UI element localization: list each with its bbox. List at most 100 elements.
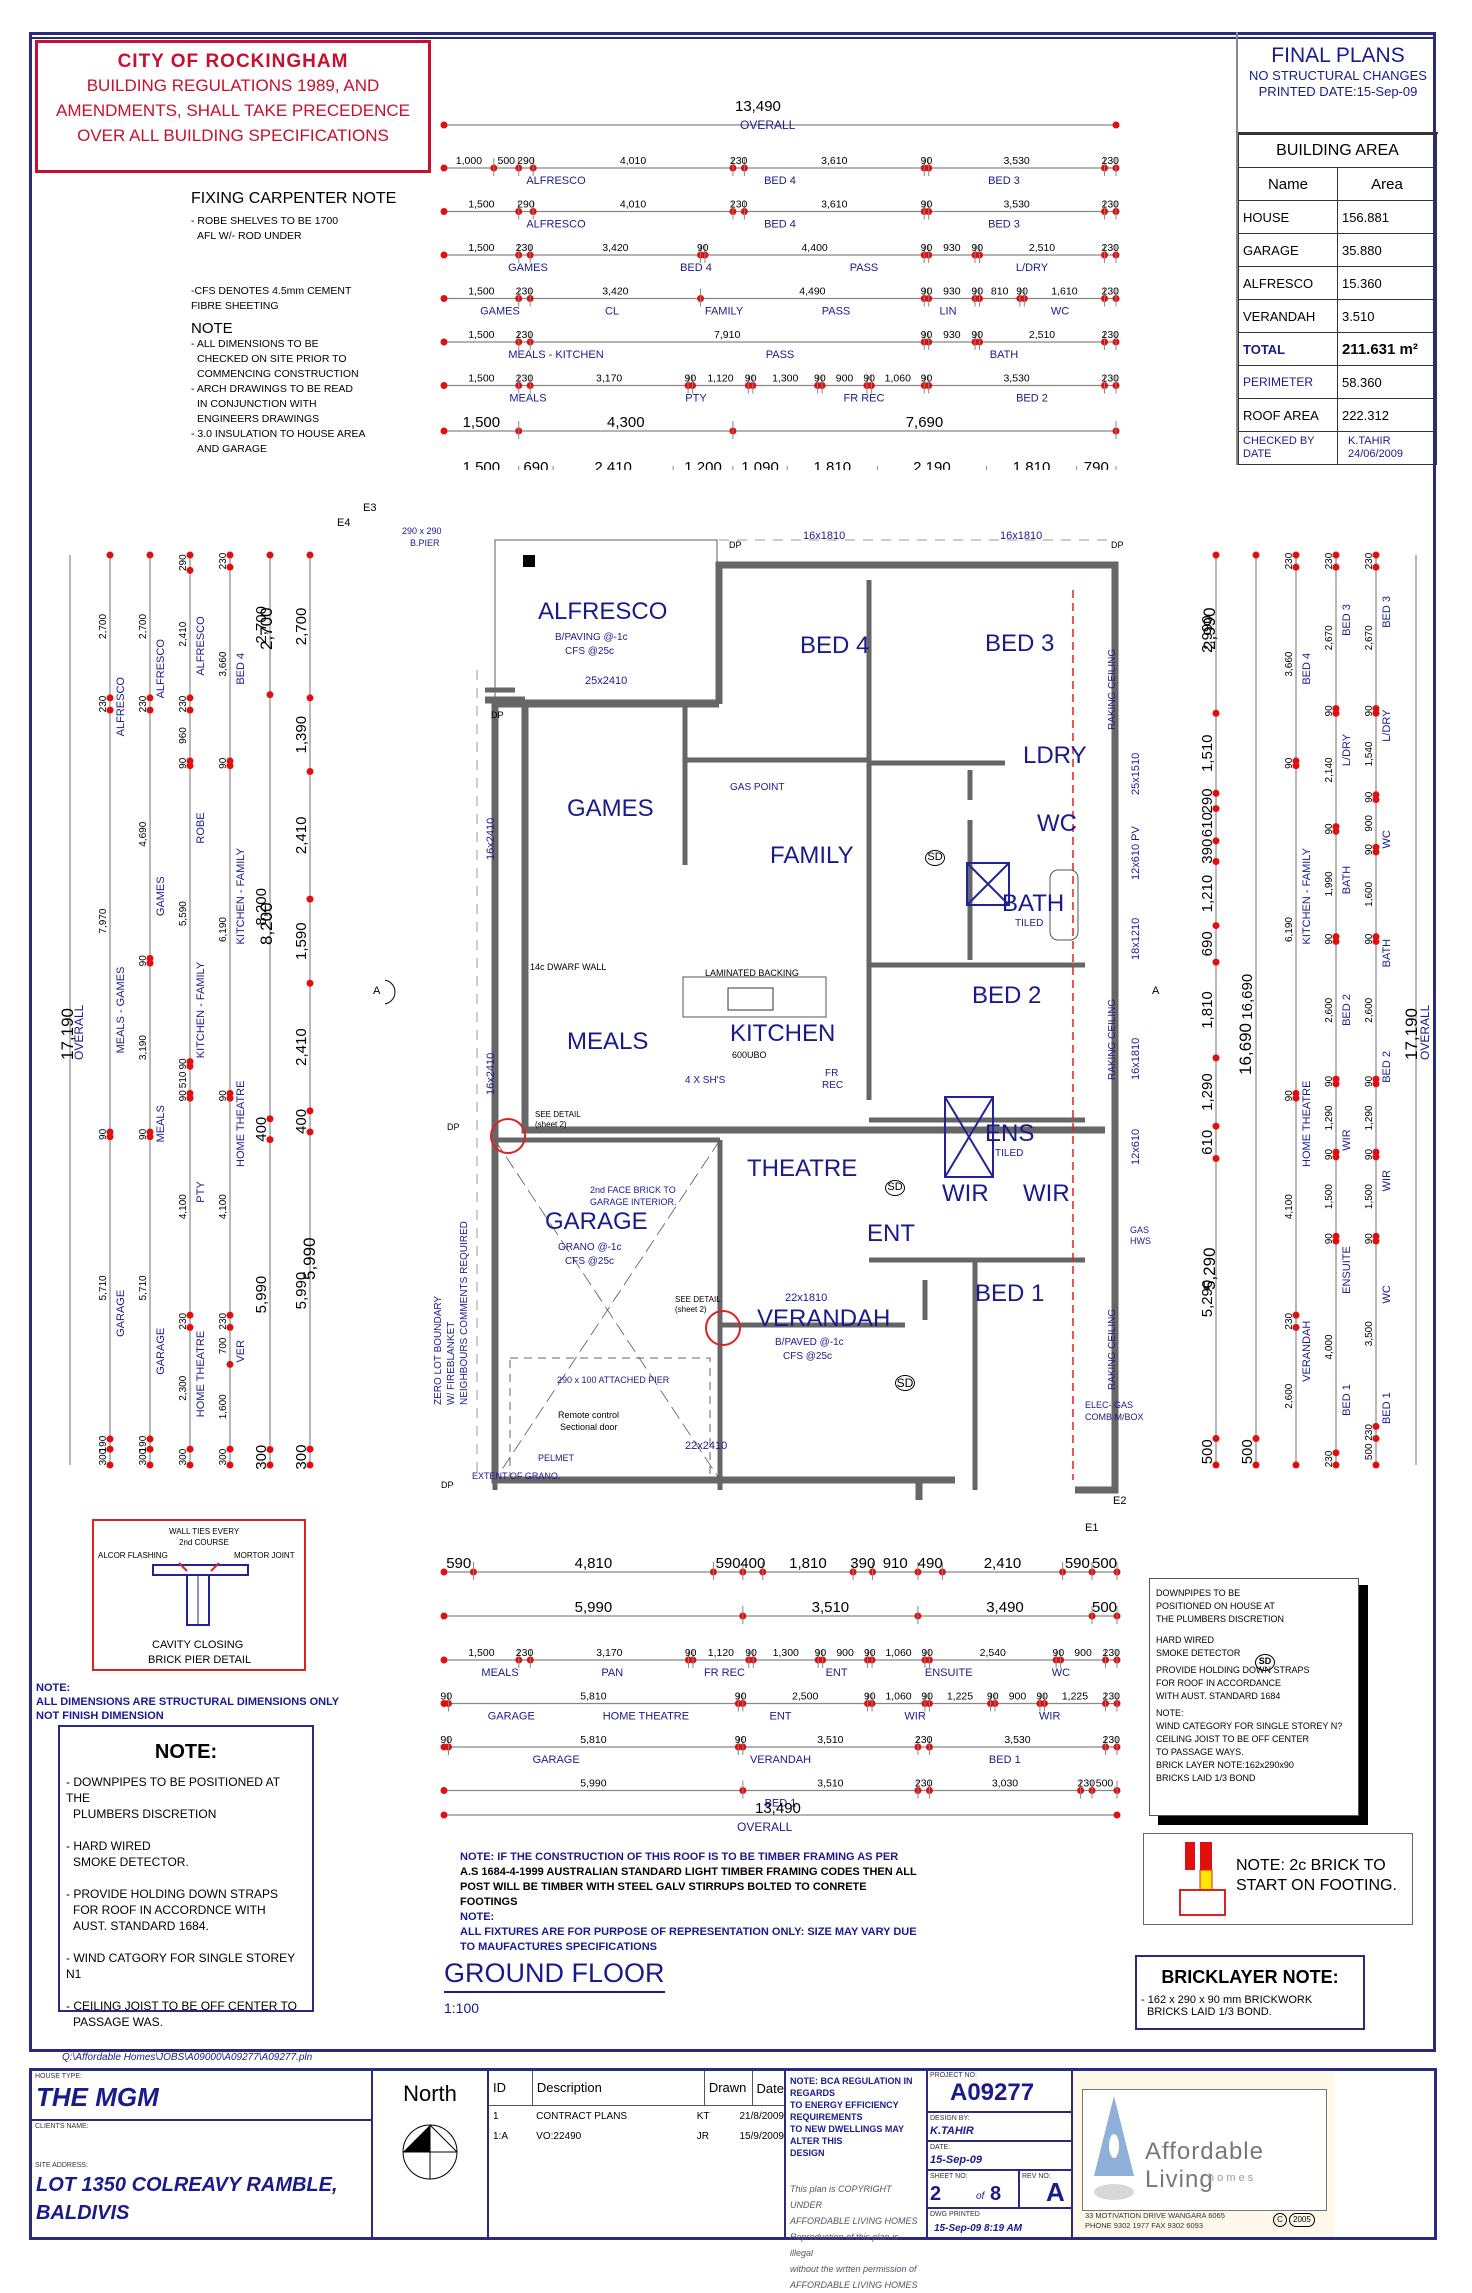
- company-address: 33 MOTIVATION DRIVE WANGARA 6065: [1085, 2211, 1225, 2220]
- general-note-title: NOTE: [191, 320, 233, 337]
- elevation-marker-e4[interactable]: E4: [337, 517, 351, 529]
- dimension-tick: [106, 551, 114, 559]
- floor-plan: ALFRESCO B/PAVING @-1c CFS @25c BED 4 BE…: [337, 502, 1159, 1534]
- bath-tiled: TILED: [1015, 918, 1044, 929]
- dimension-value: 500: [1092, 1599, 1117, 1616]
- dimension-tick: [226, 1461, 234, 1469]
- shadow-note-line: CEILING JOIST TO BE OFF CENTER: [1156, 1734, 1310, 1744]
- dimension-tick: [306, 1128, 314, 1136]
- dimension-value: 1,500: [1324, 1184, 1335, 1209]
- dimension-tick: [440, 1811, 448, 1819]
- dimension-value: 300: [293, 1445, 310, 1470]
- dimension-value: 5,990: [575, 1599, 613, 1616]
- dimension-value: 90: [1324, 1233, 1335, 1245]
- elevation-marker-e3[interactable]: E3: [363, 502, 377, 514]
- total-value: 211.631 m²: [1336, 332, 1438, 366]
- checked-label: CHECKED BY: [1243, 435, 1315, 447]
- building-area-panel: FINAL PLANS NO STRUCTURAL CHANGES PRINTE…: [1236, 32, 1438, 465]
- dimension-value: 930: [943, 242, 961, 254]
- dimension-room-label: GAMES: [508, 262, 548, 274]
- elevation-marker-e2[interactable]: E2: [1113, 1495, 1127, 1507]
- dimension-room-label: MEALS: [509, 393, 546, 405]
- dimension-value: 230: [516, 286, 534, 298]
- downpipe-label: DP: [441, 1480, 454, 1490]
- dimension-value: 960: [178, 727, 189, 744]
- dimension-value: 2,600: [1364, 997, 1375, 1022]
- dimension-value: 90: [1364, 933, 1375, 945]
- dimension-value: 1,500: [468, 286, 494, 298]
- dimension-value: 1,540: [1364, 741, 1375, 766]
- dimension-value: 90: [921, 1691, 933, 1703]
- dimension-tick: [1252, 1461, 1260, 1469]
- dimension-room-label: ALFRESCO: [526, 219, 586, 231]
- dimension-value: 900: [1364, 815, 1375, 832]
- sheet-no-label: SHEET NO:: [930, 2173, 968, 2180]
- section-a-marker[interactable]: A: [1152, 985, 1160, 997]
- elevation-marker-e1[interactable]: E1: [1085, 1522, 1099, 1534]
- dimension-tick: [440, 208, 448, 215]
- dimension-room-label: KITCHEN - FAMILY: [195, 961, 207, 1058]
- note-line: - ROBE SHELVES TO BE 1700: [191, 215, 339, 227]
- dimension-tick: [186, 1062, 194, 1070]
- dimension-tick: [1332, 1461, 1340, 1469]
- roof-label: ROOF AREA: [1238, 398, 1338, 432]
- zero-lot-line: W/ FIREBLANKET: [446, 1321, 457, 1405]
- dimension-value: 90: [921, 242, 933, 254]
- pier-detail-caption: CAVITY CLOSING: [152, 1639, 244, 1651]
- downpipe-label: DP: [729, 540, 742, 550]
- verandah-door-size: 22x1810: [785, 1292, 828, 1304]
- dimension-room-label: ALFRESCO: [195, 616, 207, 676]
- structural-note-line: NOT FINISH DIMENSION: [36, 1710, 164, 1722]
- section-a-marker[interactable]: A: [373, 985, 381, 997]
- dimension-value: 90: [138, 955, 149, 967]
- dimension-room-label: WIR: [1341, 1129, 1353, 1150]
- dimension-value: 3,490: [986, 1599, 1024, 1616]
- dimension-value: 5,710: [98, 1275, 109, 1300]
- bca-copyright-cell: NOTE: BCA REGULATION IN REGARDS TO ENERG…: [786, 2071, 928, 2290]
- design-by: K.TAHIR: [930, 2125, 974, 2137]
- dimension-room-label: MEALS: [155, 1105, 167, 1142]
- dimension-value: 230: [1102, 1647, 1120, 1659]
- dimension-value: 1,300: [772, 373, 798, 385]
- company-logo: Affordable Living h o m e s: [1082, 2089, 1327, 2211]
- dimension-value: 1,810: [814, 459, 852, 470]
- bca-note-line: NOTE: BCA REGULATION IN REGARDS: [790, 2076, 913, 2098]
- bed4-window-size: 16x1810: [803, 530, 846, 542]
- dimension-value: 5,810: [580, 1691, 606, 1703]
- dimension-room-label: WC: [1381, 830, 1393, 848]
- dimension-tick: [1332, 709, 1340, 717]
- dimension-room-label: BED 4: [1301, 653, 1313, 685]
- dimension-tick: [440, 382, 448, 389]
- dimension-value: 90: [1036, 1691, 1048, 1703]
- dimension-tick: [1372, 1153, 1380, 1161]
- attached-pier-note: 290 x 100 ATTACHED PIER: [557, 1375, 670, 1385]
- dimension-room-label: VERANDAH: [1301, 1321, 1313, 1382]
- dimension-value: 610: [1199, 1130, 1216, 1155]
- dimension-room-label: HOME THEATRE: [603, 1711, 689, 1723]
- dimension-room-label: BED 1: [765, 1798, 797, 1810]
- dimension-value: 2,510: [1029, 242, 1055, 254]
- dimension-room-label: BED 2: [1016, 393, 1048, 405]
- dimension-tick: [1252, 551, 1260, 559]
- dimension-value: 590: [446, 1555, 471, 1572]
- dimension-room-label: L/DRY: [1341, 733, 1353, 766]
- dimension-value: 90: [921, 155, 933, 167]
- dimension-tick: [146, 1133, 154, 1141]
- left-overall-label: OVERALL: [72, 1004, 86, 1060]
- rev-drawn: JR: [696, 2130, 710, 2142]
- dimension-tick: [226, 551, 234, 559]
- dimension-tick: [1292, 551, 1300, 559]
- copyright-line: This plan is COPYRIGHT UNDER: [790, 2184, 892, 2210]
- dimension-value: 300: [218, 1448, 229, 1465]
- copyright-line: Reproduction of this plan is illegal: [790, 2232, 899, 2258]
- checked-by: K.TAHIR: [1347, 435, 1391, 447]
- shadow-note-line: BRICKS LAID 1/3 BOND: [1156, 1773, 1256, 1783]
- roof-note-line: ALL FIXTURES ARE FOR PURPOSE OF REPRESEN…: [460, 1926, 917, 1938]
- company-logo-cell: Affordable Living h o m e s 33 MOTIVATIO…: [1073, 2071, 1334, 2237]
- smoke-detector-icon: SD: [895, 1375, 915, 1391]
- dimension-room-label: WIR: [1039, 1711, 1060, 1723]
- note-line: ENGINEERS DRAWINGS: [197, 413, 320, 425]
- dimension-room-label: BATH: [1381, 939, 1393, 968]
